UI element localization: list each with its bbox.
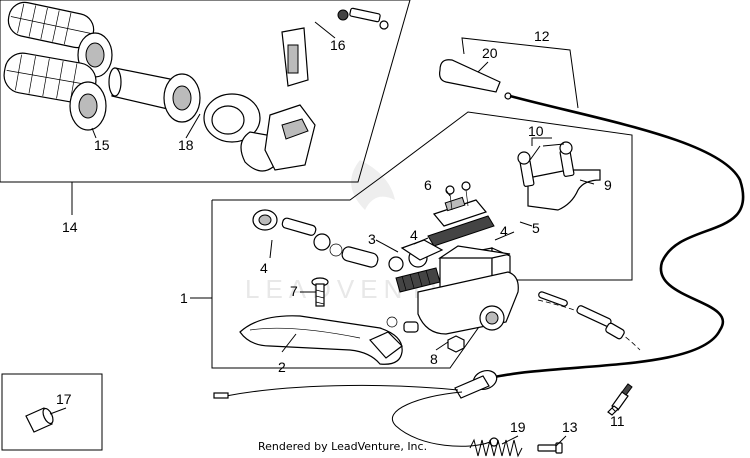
grip-group-outline	[0, 0, 411, 183]
callout-15: 15	[94, 137, 110, 153]
throttle-cable-housing	[454, 369, 498, 399]
callout-12: 12	[534, 28, 550, 44]
callout-8: 8	[430, 351, 438, 367]
callout-labels: 1 2 3 4 4 4 5 6 7 8 9 10 11 12 13 14 15 …	[56, 28, 625, 435]
part-13-screw	[537, 442, 563, 454]
part-17-box	[1, 373, 103, 451]
callout-5: 5	[532, 220, 540, 236]
callout-2: 2	[278, 359, 286, 375]
inner-cable	[225, 384, 459, 397]
cable-end	[213, 392, 229, 399]
inner-cable-lower	[392, 391, 491, 447]
callout-4c: 4	[500, 223, 508, 239]
render-credit: Rendered by LeadVenture, Inc.	[258, 440, 427, 453]
part-19-spring	[469, 438, 523, 458]
callout-14: 14	[62, 219, 78, 235]
callout-4b: 4	[410, 227, 418, 243]
callout-11: 11	[610, 413, 625, 429]
callout-19: 19	[510, 419, 526, 435]
throttle-cable	[489, 94, 745, 380]
brake-lever	[239, 315, 403, 365]
callout-20: 20	[482, 45, 498, 61]
master-cylinder-group-outline	[211, 111, 633, 369]
throttle-tube-assembly	[108, 67, 316, 172]
callout-1: 1	[180, 290, 188, 306]
callout-10: 10	[528, 123, 544, 139]
part-17-cap	[25, 407, 54, 433]
callout-4a: 4	[260, 260, 268, 276]
part-20-boot	[439, 59, 512, 100]
part-16	[281, 7, 389, 87]
grip-assembly	[3, 1, 113, 131]
callout-6: 6	[424, 177, 432, 193]
part-9-clamp	[517, 141, 601, 211]
master-cylinder-body	[252, 209, 519, 335]
callout-7: 7	[290, 283, 298, 299]
cable-dash	[537, 299, 641, 351]
leader-lines	[49, 21, 617, 447]
callout-18: 18	[178, 137, 194, 153]
part-7-screw	[311, 277, 329, 307]
callout-16: 16	[330, 37, 346, 53]
callout-9: 9	[604, 177, 612, 193]
cable-end-parts	[538, 291, 625, 340]
part-8-nut	[386, 316, 465, 353]
callout-17: 17	[56, 391, 72, 407]
part-11-adjuster	[607, 383, 633, 416]
callout-3: 3	[368, 231, 376, 247]
callout-13: 13	[562, 419, 578, 435]
